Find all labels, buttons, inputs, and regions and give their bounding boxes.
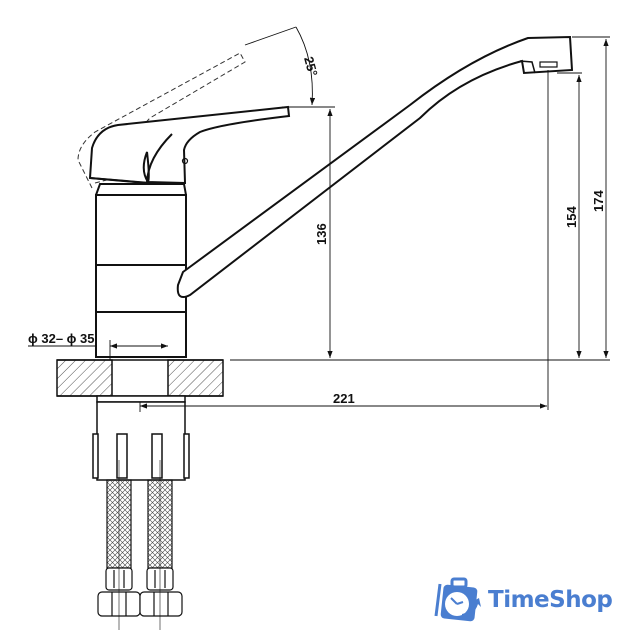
logo-text: TimeShop: [488, 587, 613, 613]
flex-hoses: [97, 460, 183, 630]
mounting-nut: [92, 395, 190, 481]
outlet-height-label: 154: [564, 206, 579, 228]
lever-height-label: 136: [314, 223, 329, 245]
lever-handle: [88, 105, 291, 185]
lever-pivot: [181, 157, 189, 165]
total-height-label: 174: [591, 190, 606, 212]
dimension-lines: [28, 36, 610, 412]
spout-reach-label: 221: [333, 391, 355, 406]
clock-briefcase-icon: [434, 577, 481, 622]
countertop-section: [56, 359, 610, 397]
spout: [176, 35, 574, 298]
mounting-hole-label: ϕ 32– ϕ 35: [28, 331, 94, 346]
angle-indicator: [244, 26, 335, 108]
timeshop-logo: TimeShop: [432, 576, 613, 624]
angle-label: 25°: [301, 55, 321, 78]
faucet-body: [95, 183, 187, 358]
